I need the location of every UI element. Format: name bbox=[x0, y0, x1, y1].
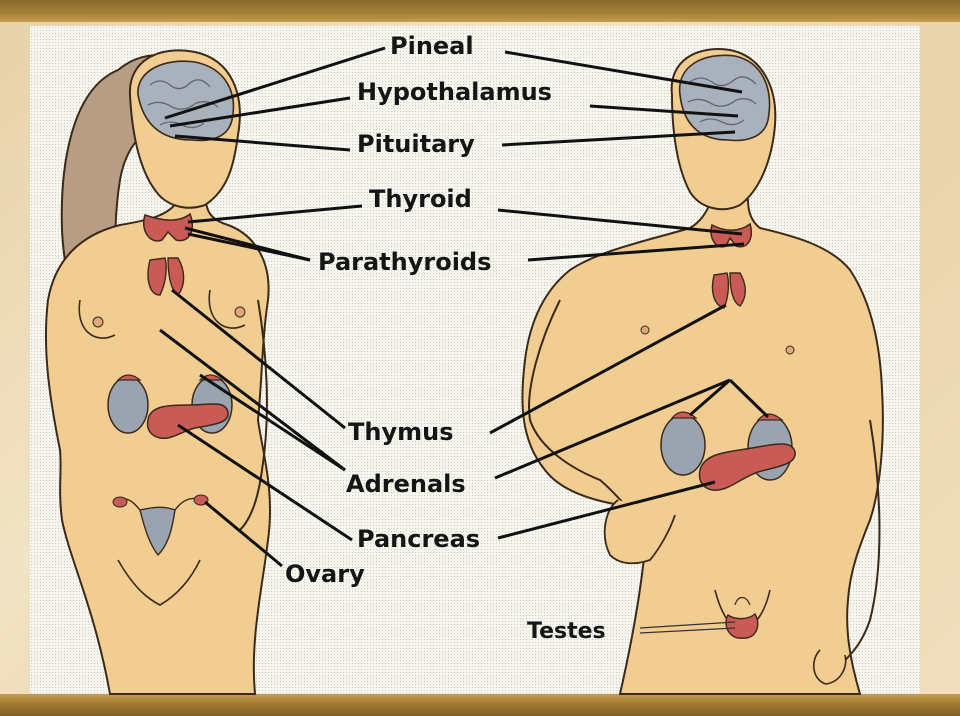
testes-leader bbox=[639, 621, 736, 634]
male-left-arm bbox=[528, 299, 631, 511]
male-figure bbox=[521, 48, 884, 695]
label-parathyroids: Parathyroids bbox=[318, 248, 492, 276]
slide-bottom-bar bbox=[0, 694, 960, 716]
male-thyroid bbox=[710, 222, 752, 248]
male-left-hand bbox=[603, 499, 676, 565]
male-pancreas bbox=[698, 443, 796, 491]
female-right-ovary bbox=[193, 494, 209, 506]
female-thyroid bbox=[143, 212, 194, 242]
female-pancreas bbox=[146, 403, 229, 440]
female-uterus bbox=[139, 506, 176, 557]
male-brain bbox=[678, 54, 771, 142]
label-thyroid: Thyroid bbox=[369, 185, 472, 213]
female-figure bbox=[44, 49, 271, 695]
label-pituitary: Pituitary bbox=[357, 130, 475, 158]
label-hypothalamus: Hypothalamus bbox=[357, 78, 552, 106]
label-pancreas: Pancreas bbox=[357, 525, 481, 553]
male-testes bbox=[725, 612, 759, 639]
label-pineal: Pineal bbox=[390, 32, 474, 60]
label-testes: Testes bbox=[527, 619, 606, 644]
female-left-ovary bbox=[112, 496, 128, 508]
female-left-kidney bbox=[107, 376, 149, 434]
label-ovary: Ovary bbox=[285, 560, 365, 588]
label-thymus: Thymus bbox=[348, 418, 454, 446]
female-right-arm bbox=[239, 299, 268, 531]
slide-top-bar bbox=[0, 0, 960, 22]
leader-lines bbox=[159, 46, 770, 568]
label-adrenals: Adrenals bbox=[346, 470, 466, 498]
male-thymus bbox=[711, 272, 746, 309]
male-left-kidney bbox=[660, 414, 706, 476]
